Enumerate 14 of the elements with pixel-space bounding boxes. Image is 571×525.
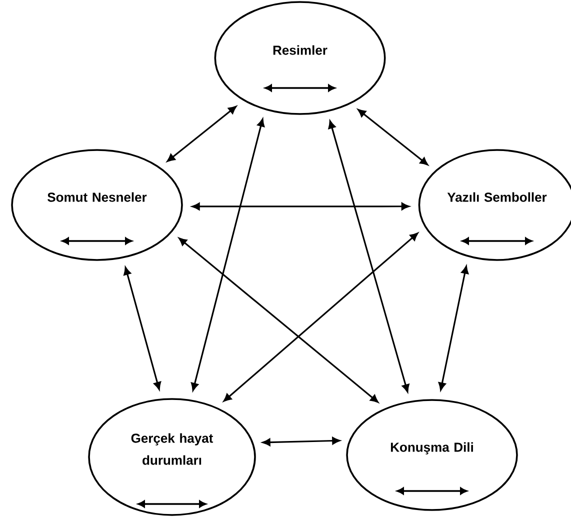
- ellipse-node: Resimler: [214, 1, 386, 115]
- ellipse-node: Gerçek hayat durumları: [88, 398, 256, 516]
- arrow: [223, 232, 418, 402]
- ellipse-node: Somut Nesneler: [11, 149, 183, 261]
- arrow: [192, 202, 410, 210]
- arrow: [124, 266, 162, 390]
- arrow: [328, 120, 410, 392]
- arrow: [438, 266, 469, 390]
- arrow: [178, 238, 378, 403]
- arrow: [166, 106, 236, 162]
- arrow: [358, 109, 428, 166]
- ellipse-node: Konuşma Dili: [346, 399, 518, 511]
- arrow: [262, 437, 340, 446]
- arrow: [191, 118, 265, 391]
